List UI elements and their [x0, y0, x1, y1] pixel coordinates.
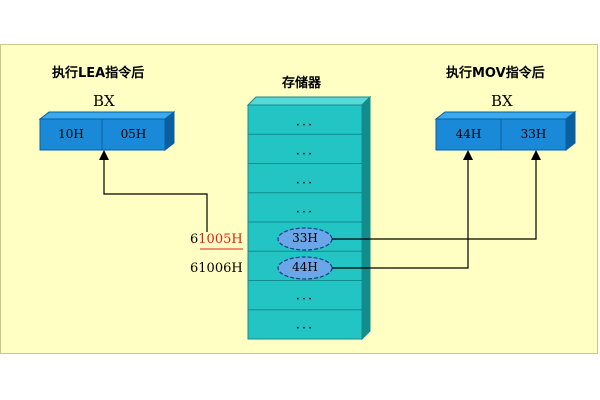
right-register — [434, 110, 577, 152]
address-prefix: 6 — [190, 232, 199, 247]
mov-arrow-high-byte — [332, 150, 473, 269]
memory-cell-5: 44H — [292, 260, 318, 274]
memory-block — [246, 95, 372, 341]
mov-arrow-low-byte — [332, 150, 541, 240]
memory-cell-2: ··· — [295, 176, 315, 191]
memory-cell-3: ··· — [295, 205, 315, 220]
left-register-high-byte: 10H — [58, 127, 84, 141]
right-register-top — [434, 111, 577, 120]
right-register-high-byte: 44H — [455, 127, 482, 141]
memory-cell-0: ··· — [295, 118, 315, 133]
left-caption: 执行LEA指令后 — [52, 66, 145, 81]
memory-cell-dividers — [248, 133, 362, 311]
left-register-low-byte: 05H — [120, 127, 147, 141]
memory-cell-7: ··· — [295, 321, 315, 336]
lea-arrow — [99, 150, 208, 232]
memory-cell-1: ··· — [295, 147, 315, 162]
memory-side — [361, 95, 371, 341]
left-register-name: BX — [93, 92, 115, 110]
right-register-side — [565, 110, 576, 152]
memory-top — [246, 96, 372, 106]
address-61006h: 61006H — [190, 261, 243, 276]
right-caption: 执行MOV指令后 — [446, 66, 545, 81]
left-register-top — [38, 111, 176, 120]
address-highlight: 1005H — [198, 232, 243, 247]
right-register-low-cell — [500, 118, 567, 151]
memory-cell-6: ··· — [295, 292, 315, 307]
left-register-low-cell — [101, 118, 166, 151]
address-61005h: 61005H — [190, 232, 243, 247]
left-register-high-cell — [39, 118, 103, 151]
right-register-low-byte: 33H — [520, 127, 547, 141]
left-register-side — [164, 110, 175, 152]
left-register — [38, 110, 176, 152]
memory-cell-4: 33H — [292, 231, 318, 245]
memory-caption: 存储器 — [282, 76, 322, 91]
right-register-name: BX — [491, 92, 513, 110]
right-register-high-cell — [435, 118, 502, 151]
